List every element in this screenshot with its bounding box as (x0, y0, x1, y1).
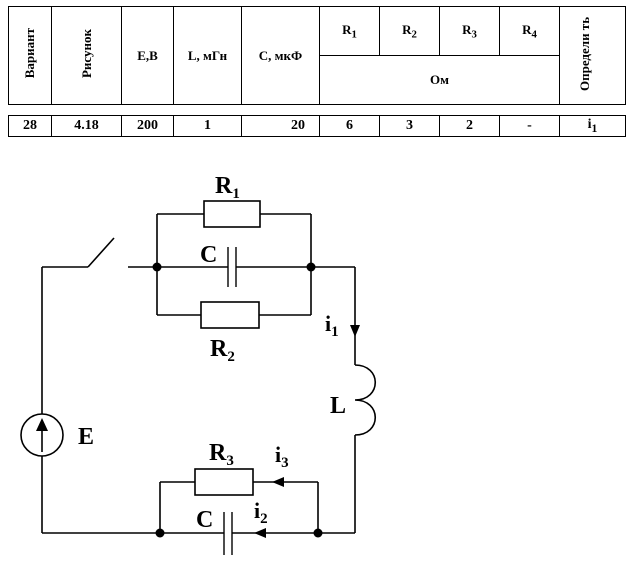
header-variant: Вариант (8, 6, 52, 105)
label-r2: R2 (210, 336, 235, 365)
cell-determine: i1 (559, 115, 626, 137)
label-r1: R1 (215, 173, 240, 202)
switch[interactable] (87, 237, 115, 268)
cell-r4: - (499, 115, 560, 137)
inductor-l (354, 364, 377, 436)
resistor-r2 (200, 301, 260, 329)
node-top-right (306, 262, 316, 272)
header-l: L, мГн (173, 6, 242, 105)
i2-arrow-icon (254, 528, 266, 538)
resistor-r3 (194, 468, 254, 496)
label-e: E (78, 424, 94, 450)
cell-r3: 2 (439, 115, 500, 137)
label-i3: i3 (275, 442, 289, 471)
header-e: E,B (121, 6, 174, 105)
header-r1: R1 (319, 6, 380, 56)
header-determine: Определи ть (559, 6, 626, 105)
label-r3: R3 (209, 440, 234, 469)
i1-arrow-icon (350, 325, 360, 337)
i3-arrow-icon (272, 477, 284, 487)
header-figure: Рисунок (51, 6, 122, 105)
cell-e: 200 (121, 115, 174, 137)
header-r4: R4 (499, 6, 560, 56)
label-i2: i2 (254, 498, 268, 527)
label-c-top: C (200, 242, 217, 268)
cell-figure: 4.18 (51, 115, 122, 137)
node-bottom-left (155, 528, 165, 538)
resistor-r1 (203, 200, 261, 228)
table-row: 28 4.18 200 1 20 6 3 2 - i1 (8, 115, 626, 137)
header-r3: R3 (439, 6, 500, 56)
label-c-bottom: C (196, 507, 213, 533)
label-l: L (330, 393, 346, 419)
cell-l: 1 (173, 115, 242, 137)
header-c: C, мкФ (241, 6, 320, 105)
label-i1: i1 (325, 311, 339, 340)
emf-arrow-head (36, 418, 48, 431)
cell-c: 20 (241, 115, 320, 137)
node-top-left (152, 262, 162, 272)
header-unit-ohm: Ом (319, 55, 560, 105)
emf-source-circle (20, 413, 64, 457)
node-bottom-right (313, 528, 323, 538)
parameters-table: Вариант Рисунок E,B L, мГн C, мкФ R1 R2 … (8, 6, 626, 137)
